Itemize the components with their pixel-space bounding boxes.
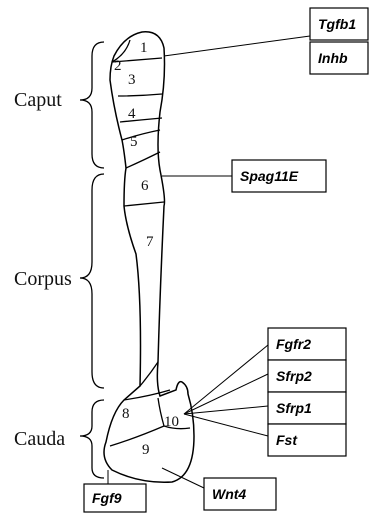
gene-box-sfrp2: Sfrp2 (268, 360, 346, 392)
gene-box-fst: Fst (268, 424, 346, 456)
gene-label: Spag11E (240, 168, 299, 184)
gene-label: Fgfr2 (276, 336, 311, 352)
segment-number: 6 (141, 178, 149, 194)
gene-label: Fst (276, 432, 298, 448)
gene-box-spag11e: Spag11E (232, 160, 326, 192)
cauda-label: Cauda (14, 428, 65, 450)
gene-box-fgfr2: Fgfr2 (268, 328, 346, 360)
segment-number: 9 (142, 442, 150, 458)
gene-label: Inhb (318, 50, 348, 66)
segment-number: 3 (128, 72, 136, 88)
segment-number: 8 (122, 406, 130, 422)
gene-box-fgf9: Fgf9 (84, 484, 146, 512)
segment-number: 5 (130, 134, 138, 150)
gene-label: Sfrp2 (276, 368, 312, 384)
segment-number: 2 (114, 58, 122, 74)
gene-box-tgfb1: Tgfb1 (310, 8, 368, 40)
gene-label: Wnt4 (212, 486, 246, 502)
segment-number: 10 (164, 414, 179, 430)
caput-label: Caput (14, 89, 62, 111)
epididymis-outline (104, 32, 194, 482)
gene-box-wnt4: Wnt4 (204, 478, 276, 510)
cauda-brace (80, 400, 104, 478)
gene-label: Fgf9 (92, 490, 122, 506)
segment-number: 1 (140, 40, 148, 56)
segment-number: 4 (128, 106, 136, 122)
gene-label: Sfrp1 (276, 400, 312, 416)
corpus-brace (80, 174, 104, 388)
gene-label: Tgfb1 (318, 16, 356, 32)
caput-brace (80, 42, 104, 168)
gene-box-inhb: Inhb (310, 42, 368, 74)
segment-number: 7 (146, 234, 154, 250)
corpus-label: Corpus (14, 268, 72, 290)
gene-box-sfrp1: Sfrp1 (268, 392, 346, 424)
